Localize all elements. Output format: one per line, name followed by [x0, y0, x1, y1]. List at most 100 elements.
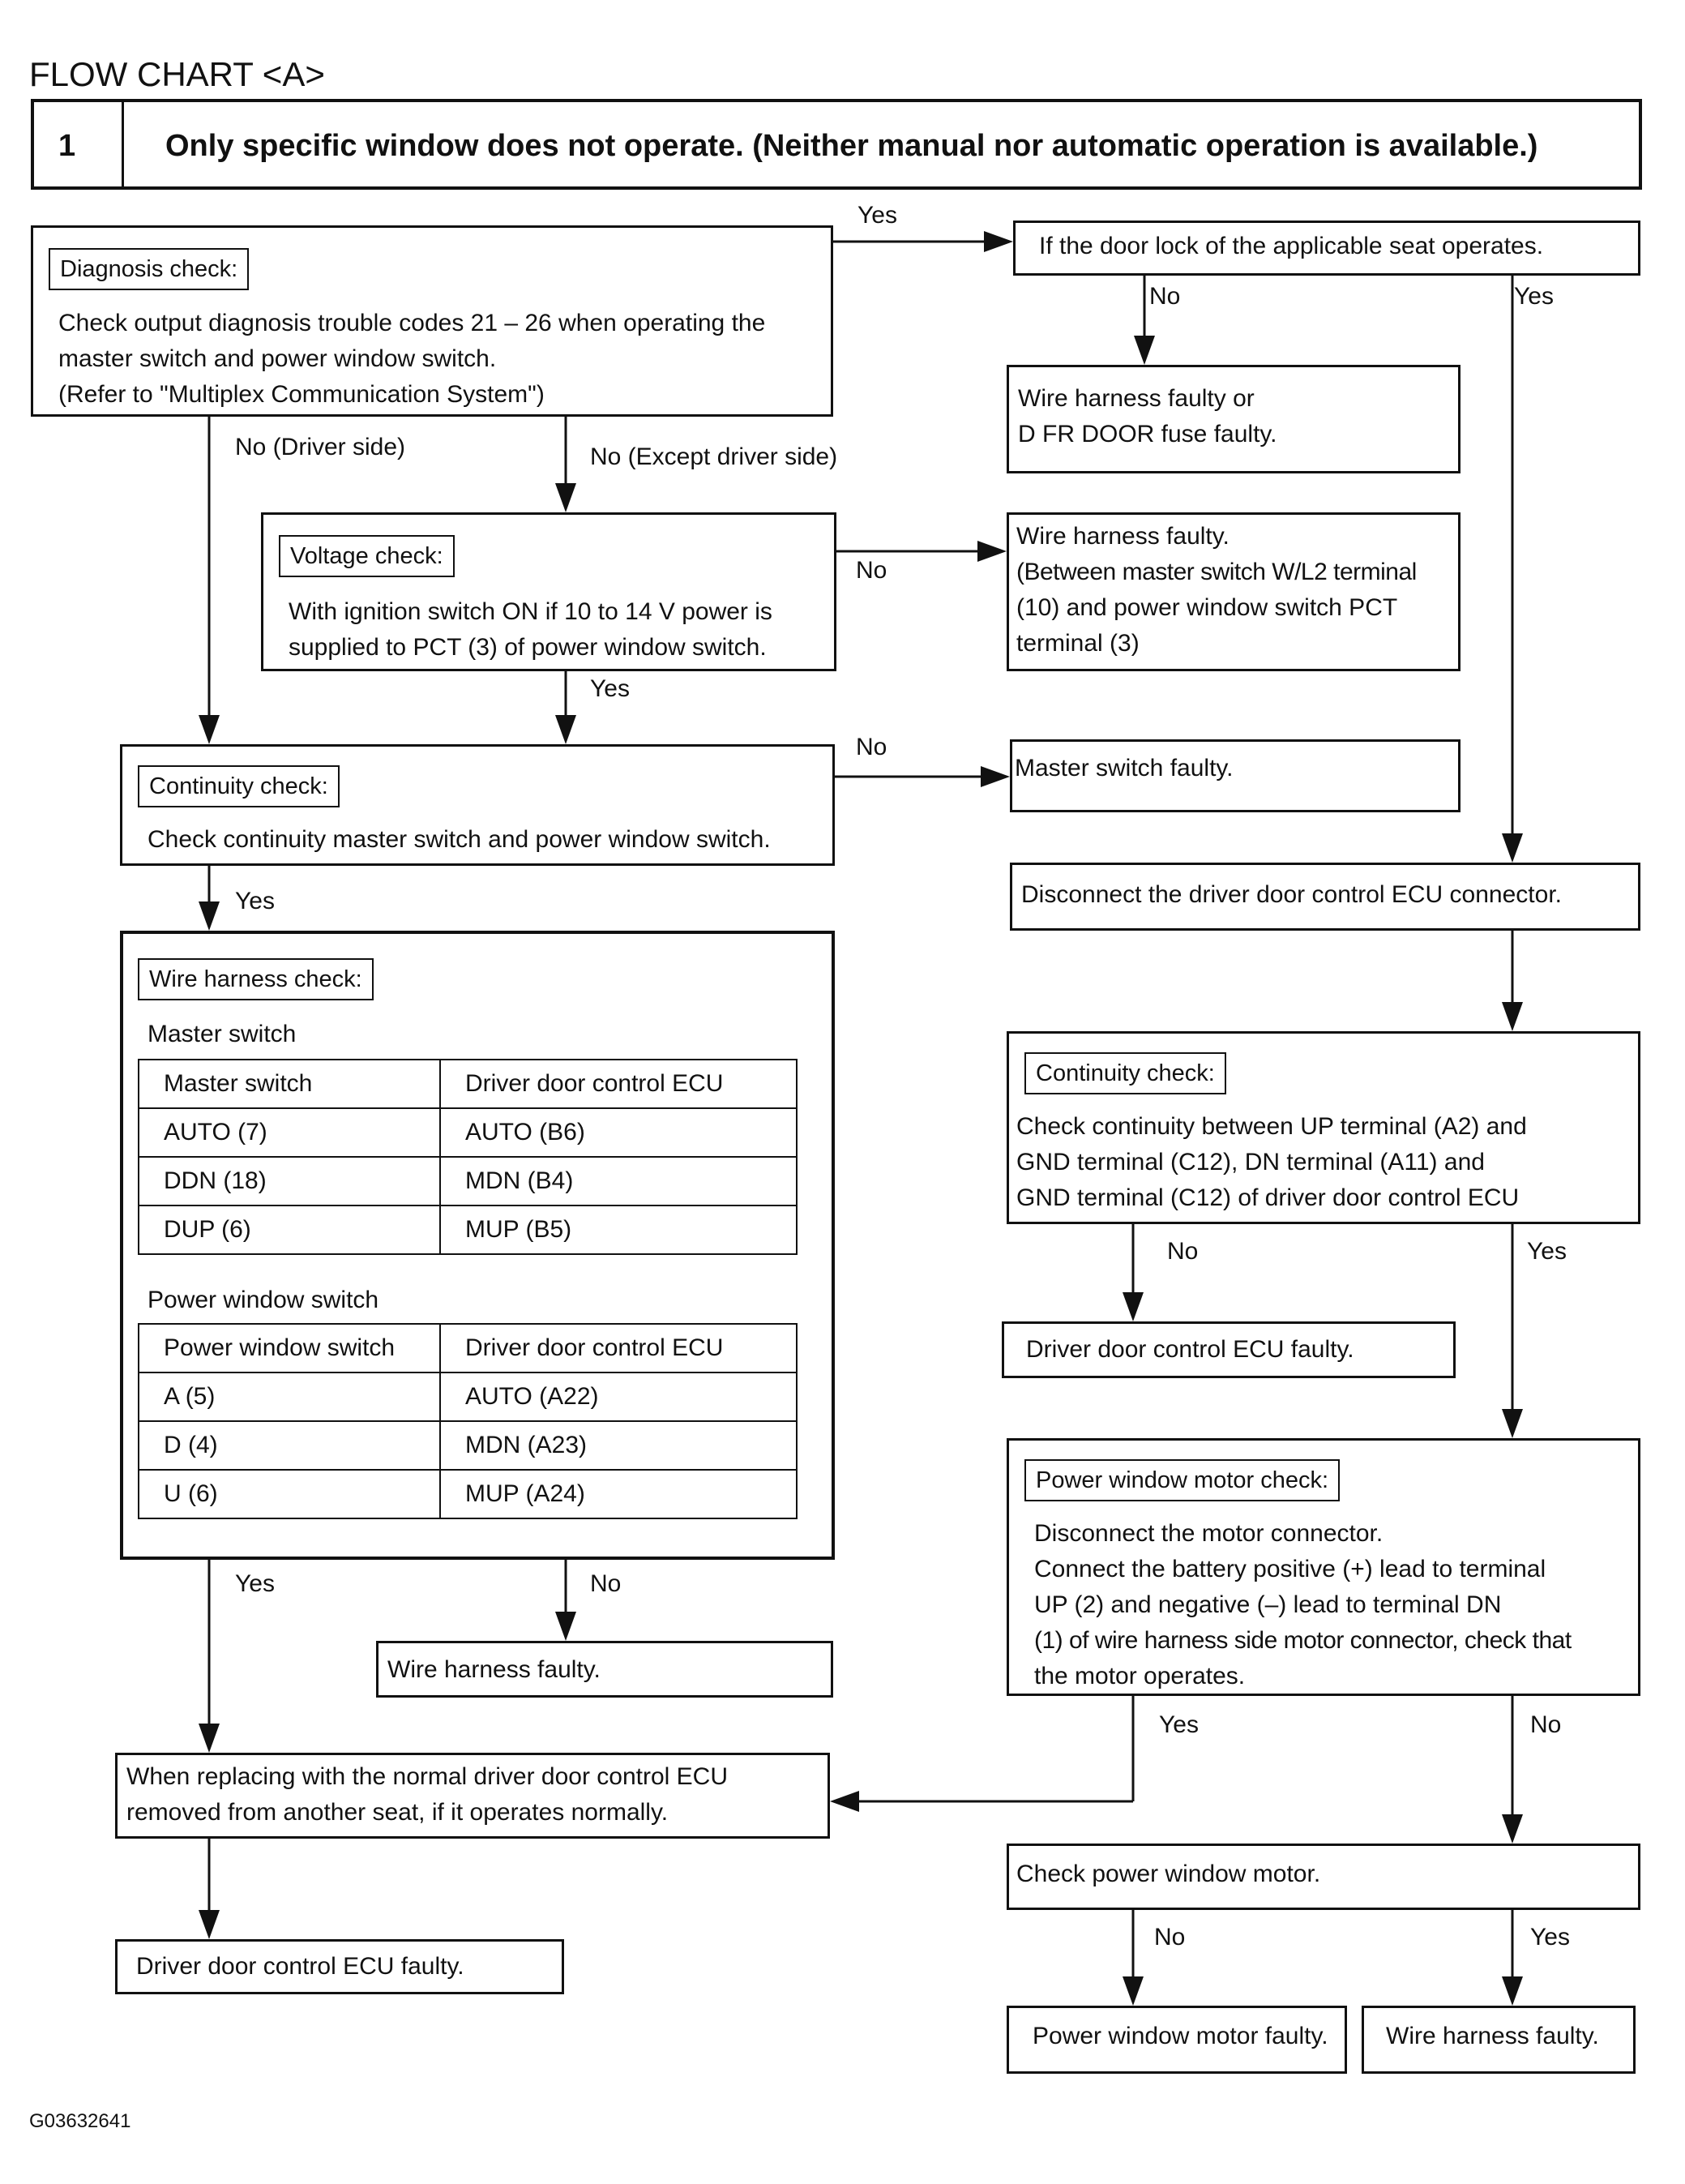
- arrowhead: [1502, 1002, 1523, 1031]
- replace-ecu-box: [115, 1753, 830, 1839]
- arrowhead: [1502, 1976, 1523, 2006]
- ecu-faulty-text-2: Driver door control ECU faulty.: [136, 1953, 464, 1980]
- table-row: DDN (18) MDN (B4): [138, 1156, 798, 1206]
- table-cell: DUP (6): [138, 1205, 441, 1255]
- master-faulty-text: Master switch faulty.: [1015, 755, 1234, 782]
- table-header-cell: Master switch: [138, 1059, 441, 1109]
- table-header-cell: Driver door control ECU: [439, 1323, 798, 1373]
- edge-label-yes-continuity-2: Yes: [1527, 1238, 1567, 1265]
- diagnosis-line-2: master switch and power window switch.: [58, 345, 497, 372]
- voltage-check-box: [261, 512, 836, 671]
- table-row: AUTO (7) AUTO (B6): [138, 1107, 798, 1158]
- motor-check-line-4: (1) of wire harness side motor connector…: [1034, 1627, 1572, 1654]
- table-cell: MDN (B4): [439, 1156, 798, 1206]
- table-header-cell: Driver door control ECU: [439, 1059, 798, 1109]
- motor-faulty-text: Power window motor faulty.: [1033, 2023, 1328, 2049]
- page-title: FLOW CHART <A>: [29, 55, 325, 93]
- arrowhead: [199, 901, 220, 931]
- continuity-2-line-3: GND terminal (C12) of driver door contro…: [1016, 1184, 1520, 1211]
- replace-ecu-line-2: removed from another seat, if it operate…: [126, 1799, 669, 1826]
- table-cell: MUP (A24): [439, 1469, 798, 1519]
- fuse-faulty-line-1: Wire harness faulty or: [1018, 385, 1255, 412]
- arrowhead: [1502, 1814, 1523, 1844]
- header-box: [31, 99, 1642, 190]
- header-number: 1: [58, 129, 76, 163]
- edge-label-yes-continuity-1: Yes: [235, 888, 275, 914]
- edge-label-yes-motor-check: Yes: [1159, 1711, 1199, 1738]
- arrowhead: [199, 1724, 220, 1753]
- arrowhead: [1123, 1292, 1144, 1321]
- continuity-1-line-1: Check continuity master switch and power…: [148, 826, 771, 853]
- wire-faulty-between-line-1: Wire harness faulty.: [1016, 523, 1230, 550]
- wire-faulty-between-line-3: (10) and power window switch PCT: [1016, 594, 1398, 621]
- wire-faulty-between-line-4: terminal (3): [1016, 630, 1140, 657]
- arrowhead: [1134, 336, 1155, 365]
- motor-check-box: [1007, 1438, 1640, 1696]
- edge-label-no-motor-check: No: [1530, 1711, 1562, 1738]
- arrowhead: [555, 483, 576, 512]
- arrowhead: [555, 715, 576, 744]
- arrowhead: [1123, 1976, 1144, 2006]
- table-cell: MDN (A23): [439, 1420, 798, 1471]
- continuity-2-line-1: Check continuity between UP terminal (A2…: [1016, 1113, 1527, 1140]
- edge-label-no-continuity-1: No: [856, 734, 887, 760]
- power-window-switch-table: Power window switch Driver door control …: [138, 1323, 798, 1519]
- master-faulty-box: [1010, 739, 1460, 812]
- voltage-line-1: With ignition switch ON if 10 to 14 V po…: [289, 598, 772, 625]
- disconnect-ecu-text: Disconnect the driver door control ECU c…: [1021, 881, 1562, 908]
- wire-faulty-between-box: [1007, 512, 1460, 671]
- diagnosis-check-label: Diagnosis check:: [49, 248, 250, 290]
- motor-check-line-5: the motor operates.: [1034, 1663, 1246, 1689]
- wire-faulty-box-3: [1362, 2006, 1636, 2074]
- motor-check-line-2: Connect the battery positive (+) lead to…: [1034, 1556, 1546, 1582]
- continuity-2-line-2: GND terminal (C12), DN terminal (A11) an…: [1016, 1149, 1485, 1176]
- diagnosis-line-3: (Refer to "Multiplex Communication Syste…: [58, 381, 545, 408]
- wire-faulty-text-2: Wire harness faulty.: [387, 1656, 601, 1683]
- arrowhead: [199, 715, 220, 744]
- edge-label-yes-wire-check: Yes: [235, 1570, 275, 1597]
- edge-label-no-wire-check: No: [590, 1570, 622, 1597]
- table-row: D (4) MDN (A23): [138, 1420, 798, 1471]
- edge-label-no-check-motor: No: [1154, 1924, 1186, 1951]
- master-switch-table: Master switch Driver door control ECU AU…: [138, 1059, 798, 1255]
- edge-label-yes-door-lock: Yes: [1514, 283, 1554, 310]
- edge-label-no-continuity-2: No: [1167, 1238, 1199, 1265]
- continuity-check-label-1: Continuity check:: [138, 765, 340, 807]
- disconnect-ecu-box: [1010, 863, 1640, 931]
- replace-ecu-line-1: When replacing with the normal driver do…: [126, 1763, 728, 1790]
- door-lock-box: [1013, 221, 1640, 276]
- arrowhead: [981, 766, 1010, 787]
- diagnosis-check-box: [31, 225, 833, 417]
- edge-label-no-driver-side: No (Driver side): [235, 434, 406, 460]
- reference-code: G03632641: [29, 2110, 131, 2132]
- fuse-faulty-line-2: D FR DOOR fuse faulty.: [1018, 421, 1277, 448]
- continuity-check-box-2: [1007, 1031, 1640, 1224]
- continuity-check-label-2: Continuity check:: [1024, 1052, 1226, 1094]
- edge-label-yes-check-motor: Yes: [1530, 1924, 1570, 1951]
- ecu-faulty-box-2: [115, 1939, 564, 1994]
- motor-check-line-3: UP (2) and negative (–) lead to terminal…: [1034, 1591, 1502, 1618]
- fuse-faulty-box: [1007, 365, 1460, 473]
- wire-faulty-between-line-2: (Between master switch W/L2 terminal: [1016, 559, 1417, 585]
- arrowhead: [1502, 1409, 1523, 1438]
- table-header-row: Power window switch Driver door control …: [138, 1323, 798, 1373]
- voltage-check-label: Voltage check:: [279, 535, 455, 577]
- master-switch-title: Master switch: [148, 1021, 297, 1047]
- arrowhead: [555, 1612, 576, 1641]
- arrowhead: [199, 1910, 220, 1939]
- table-cell: MUP (B5): [439, 1205, 798, 1255]
- table-cell: DDN (18): [138, 1156, 441, 1206]
- table-cell: AUTO (A22): [439, 1372, 798, 1422]
- table-cell: A (5): [138, 1372, 441, 1422]
- motor-check-line-1: Disconnect the motor connector.: [1034, 1520, 1383, 1547]
- wire-faulty-text-3: Wire harness faulty.: [1386, 2023, 1599, 2049]
- arrowhead: [1502, 833, 1523, 863]
- table-cell: U (6): [138, 1469, 441, 1519]
- continuity-check-box-1: [120, 744, 835, 866]
- header-text: Only specific window does not operate. (…: [165, 129, 1538, 163]
- arrowhead: [984, 231, 1013, 252]
- diagnosis-line-1: Check output diagnosis trouble codes 21 …: [58, 310, 766, 336]
- header-divider: [122, 102, 124, 186]
- edge-label-no-except-driver: No (Except driver side): [590, 443, 838, 470]
